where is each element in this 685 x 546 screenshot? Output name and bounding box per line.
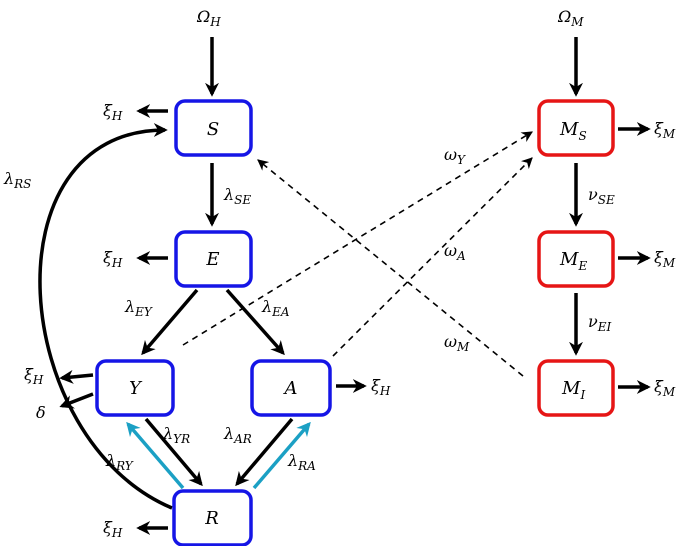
label-lambda-AR: λAR — [223, 424, 252, 446]
label-omega-Y: ωY — [444, 145, 466, 167]
arrow-Y-to-MS — [182, 131, 533, 346]
label-omega-H: ΩH — [196, 7, 221, 29]
label-xi-ME: ξM — [654, 248, 676, 270]
label-nu-EI: νEI — [588, 312, 611, 334]
node-Y-label: Y — [129, 378, 143, 399]
node-A-box — [250, 359, 332, 417]
arrow-A-to-MS — [332, 157, 533, 357]
label-lambda-YR: λYR — [162, 424, 190, 446]
node-R-box — [172, 489, 253, 546]
arrow-Y-death — [59, 369, 94, 384]
rate-labels: ΩH ΩM λSE λEY λEA λYR λRY λAR λRA λRS νS… — [3, 7, 676, 540]
mosquito-compartments — [537, 99, 615, 417]
node-S-label: S — [207, 119, 219, 140]
label-xi-S: ξH — [103, 101, 123, 123]
flow-arrows — [38, 37, 651, 535]
label-lambda-RS: λRS — [3, 169, 31, 191]
label-omega-Mbite: ωM — [444, 332, 470, 354]
node-MI-label: MI — [561, 378, 585, 402]
arrow-Y-disease-death — [59, 392, 94, 409]
reinfection-arrows — [126, 421, 311, 490]
label-lambda-RA: λRA — [287, 451, 316, 473]
label-lambda-SE: λSE — [223, 185, 251, 207]
label-omega-M: ΩM — [557, 7, 584, 29]
label-xi-E: ξH — [103, 248, 123, 270]
node-A-label: A — [283, 378, 298, 399]
label-lambda-EA: λEA — [261, 297, 290, 319]
transmission-arrows — [182, 131, 533, 377]
arrow-MI-to-S — [257, 159, 524, 377]
node-ME-box — [537, 230, 615, 288]
label-lambda-EY: λEY — [124, 297, 153, 319]
arrow-E-to-Y — [141, 288, 199, 356]
node-R-label: R — [204, 508, 219, 529]
node-ME-label: ME — [559, 249, 587, 273]
node-S-box — [174, 99, 253, 157]
node-E-label: E — [205, 249, 219, 270]
arrow-R-to-A — [252, 421, 311, 490]
label-lambda-RY: λRY — [105, 451, 134, 473]
arrow-A-to-R — [235, 417, 294, 487]
arrow-Y-to-R — [144, 417, 203, 487]
node-MI-box — [537, 359, 615, 417]
label-xi-Y: ξH — [24, 365, 44, 387]
node-E-box — [174, 230, 253, 288]
node-MS-box — [537, 99, 615, 157]
arrow-R-to-Y — [126, 421, 185, 490]
label-xi-R: ξH — [103, 518, 123, 540]
label-xi-A: ξH — [371, 376, 391, 398]
label-delta-Y: δ — [36, 403, 46, 422]
label-xi-MI: ξM — [654, 377, 676, 399]
human-compartments — [95, 99, 332, 546]
label-nu-SE: νSE — [588, 185, 615, 207]
label-omega-A: ωA — [444, 241, 466, 263]
label-xi-MS: ξM — [654, 119, 676, 141]
node-labels: S E Y A R MS ME MI — [129, 119, 587, 529]
node-Y-box — [95, 359, 175, 417]
node-MS-label: MS — [559, 119, 587, 143]
arrow-R-to-S — [38, 123, 173, 510]
arrow-E-to-A — [225, 288, 285, 356]
